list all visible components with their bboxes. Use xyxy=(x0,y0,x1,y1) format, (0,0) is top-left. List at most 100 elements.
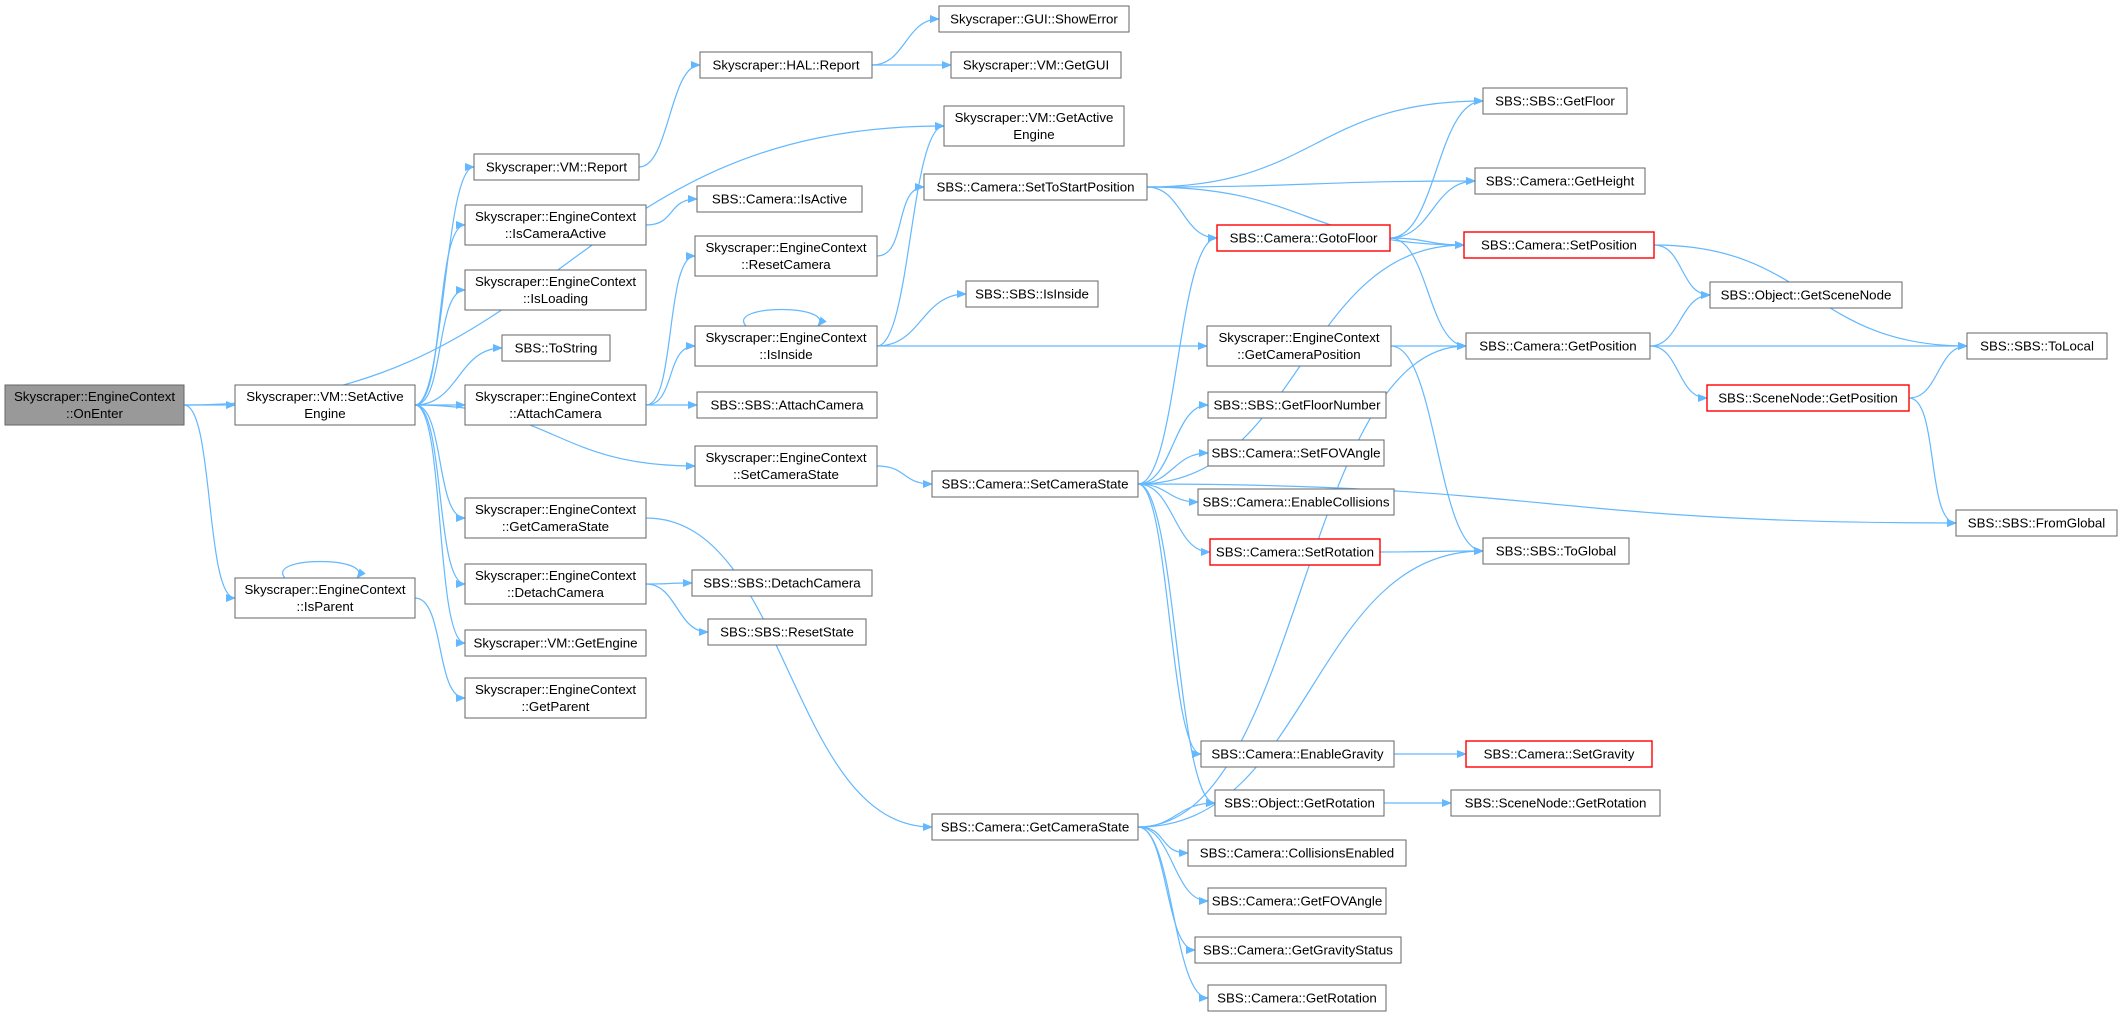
call-edge-resetcamera-to-settostartposition xyxy=(876,183,925,257)
node-vm-report[interactable]: Skyscraper::VM::Report xyxy=(473,153,640,181)
node-sbs-fromglobal[interactable]: SBS::SBS::FromGlobal xyxy=(1955,509,2118,537)
node-label: SBS::Object::GetRotation xyxy=(1224,796,1375,811)
node-sbs-resetstate[interactable]: SBS::SBS::ResetState xyxy=(707,618,867,646)
node-setgravity[interactable]: SBS::Camera::SetGravity xyxy=(1465,740,1653,768)
call-edge-setactive-to-iscameraactive xyxy=(414,221,466,406)
node-sbs-toglobal[interactable]: SBS::SBS::ToGlobal xyxy=(1482,537,1630,565)
node-sbs-getfloor[interactable]: SBS::SBS::GetFloor xyxy=(1482,87,1628,115)
node-label: SBS::Camera::SetToStartPosition xyxy=(936,180,1134,195)
node-getparent[interactable]: Skyscraper::EngineContext::GetParent xyxy=(464,677,647,719)
node-enablecollisions[interactable]: SBS::Camera::EnableCollisions xyxy=(1197,488,1395,516)
node-cam-setrotation[interactable]: SBS::Camera::SetRotation xyxy=(1209,538,1381,566)
node-sbs-attachcamera[interactable]: SBS::SBS::AttachCamera xyxy=(696,391,878,419)
node-getcamerastate-ec[interactable]: Skyscraper::EngineContext::GetCameraStat… xyxy=(464,497,647,539)
node-label: SBS::SBS::DetachCamera xyxy=(703,576,861,591)
node-label: ::GetParent xyxy=(522,699,590,714)
node-vm-getgui[interactable]: Skyscraper::VM::GetGUI xyxy=(950,51,1122,79)
node-sbs-detachcamera[interactable]: SBS::SBS::DetachCamera xyxy=(691,569,873,597)
node-label: SBS::Camera::GetCameraState xyxy=(941,820,1129,835)
node-cam-getheight[interactable]: SBS::Camera::GetHeight xyxy=(1474,167,1646,195)
node-cam-getposition[interactable]: SBS::Camera::GetPosition xyxy=(1465,332,1651,360)
node-label: Skyscraper::VM::Report xyxy=(486,160,627,175)
node-attachcamera[interactable]: Skyscraper::EngineContext::AttachCamera xyxy=(464,384,647,426)
call-edge-setactive-to-getcamerastate_ec xyxy=(414,404,466,522)
node-label: Skyscraper::EngineContext xyxy=(475,209,636,224)
node-box xyxy=(234,384,416,426)
node-getfovangle[interactable]: SBS::Camera::GetFOVAngle xyxy=(1207,887,1387,915)
call-edge-cam_setcamerastate-to-cam_gotofloor xyxy=(1137,234,1218,485)
call-edge-cam_gotofloor-to-sbs_getfloor xyxy=(1389,97,1484,239)
node-getcameraposition[interactable]: Skyscraper::EngineContext::GetCameraPosi… xyxy=(1206,325,1392,367)
node-setcamerastate-ec[interactable]: Skyscraper::EngineContext::SetCameraStat… xyxy=(694,445,878,487)
node-sbs-tolocal[interactable]: SBS::SBS::ToLocal xyxy=(1966,332,2108,360)
call-edge-scenenode_getposition-to-sbs_fromglobal xyxy=(1908,397,1957,527)
node-box xyxy=(464,629,647,657)
node-cam-setcamerastate[interactable]: SBS::Camera::SetCameraState xyxy=(931,470,1139,498)
node-label: Skyscraper::EngineContext xyxy=(475,389,636,404)
node-collisionsenabled[interactable]: SBS::Camera::CollisionsEnabled xyxy=(1187,839,1407,867)
node-label: SBS::Camera::SetFOVAngle xyxy=(1212,446,1381,461)
node-box xyxy=(464,677,647,719)
call-edge-isinside_ec-to-sbs_isinside xyxy=(876,290,967,347)
node-box xyxy=(1465,740,1653,768)
node-cam-getcamerastate[interactable]: SBS::Camera::GetCameraState xyxy=(931,813,1139,841)
node-label: Skyscraper::GUI::ShowError xyxy=(950,12,1118,27)
node-getscenenode[interactable]: SBS::Object::GetSceneNode xyxy=(1709,281,1903,309)
node-sbs-isinside[interactable]: SBS::SBS::IsInside xyxy=(965,280,1099,308)
call-edge-cam_getcamerastate-to-obj_getrotation xyxy=(1137,799,1216,828)
node-isparent[interactable]: Skyscraper::EngineContext::IsParent xyxy=(234,577,416,619)
node-label: Skyscraper::EngineContext xyxy=(705,240,866,255)
node-label: SBS::Camera::IsActive xyxy=(712,192,847,207)
node-setfovangle[interactable]: SBS::Camera::SetFOVAngle xyxy=(1207,439,1385,467)
node-isinside-ec[interactable]: Skyscraper::EngineContext::IsInside xyxy=(694,325,878,367)
node-label: SBS::Camera::GetFOVAngle xyxy=(1212,894,1382,909)
node-isloading[interactable]: Skyscraper::EngineContext::IsLoading xyxy=(464,269,647,311)
node-label: ::SetCameraState xyxy=(733,467,839,482)
node-label: ::IsLoading xyxy=(523,291,588,306)
node-getengine[interactable]: Skyscraper::VM::GetEngine xyxy=(464,629,647,657)
node-box xyxy=(1200,740,1395,768)
node-label: SBS::Camera::GetPosition xyxy=(1479,339,1636,354)
node-box xyxy=(950,51,1122,79)
node-label: Skyscraper::EngineContext xyxy=(14,389,175,404)
node-getfloornumber[interactable]: SBS::SBS::GetFloorNumber xyxy=(1207,391,1387,419)
call-edge-vm_report-to-hal_report xyxy=(638,61,701,168)
node-hal-report[interactable]: Skyscraper::HAL::Report xyxy=(699,51,873,79)
node-resetcamera[interactable]: Skyscraper::EngineContext::ResetCamera xyxy=(694,235,878,277)
node-label: SBS::ToString xyxy=(515,341,598,356)
node-label: SBS::Camera::GetHeight xyxy=(1486,174,1635,189)
node-box xyxy=(938,5,1130,33)
node-iscameraactive[interactable]: Skyscraper::EngineContext::IsCameraActiv… xyxy=(464,204,647,246)
node-label: SBS::Camera::SetPosition xyxy=(1481,238,1637,253)
call-edge-setcamerastate_ec-to-cam_setcamerastate xyxy=(876,465,933,488)
node-cam-getrotation[interactable]: SBS::Camera::GetRotation xyxy=(1207,984,1387,1012)
node-gui-showerror[interactable]: Skyscraper::GUI::ShowError xyxy=(938,5,1130,33)
node-settostartposition[interactable]: SBS::Camera::SetToStartPosition xyxy=(923,173,1148,201)
call-edge-setactive-to-getengine xyxy=(414,404,466,647)
node-onenter[interactable]: Skyscraper::EngineContext::OnEnter xyxy=(4,384,185,426)
call-edge-cam_getcamerastate-to-cam_getposition xyxy=(1137,342,1467,828)
call-edge-cam_setcamerastate-to-obj_getrotation xyxy=(1137,483,1216,807)
node-tostring[interactable]: SBS::ToString xyxy=(501,334,611,362)
node-scenenode-getrotation[interactable]: SBS::SceneNode::GetRotation xyxy=(1450,789,1661,817)
node-box xyxy=(234,577,416,619)
node-enablegravity[interactable]: SBS::Camera::EnableGravity xyxy=(1200,740,1395,768)
node-getgravitystatus[interactable]: SBS::Camera::GetGravityStatus xyxy=(1194,936,1402,964)
node-box xyxy=(464,563,647,605)
call-edge-settostartposition-to-cam_setposition xyxy=(1146,186,1465,249)
node-cam-isactive[interactable]: SBS::Camera::IsActive xyxy=(696,185,863,213)
call-edge-onenter-to-isparent xyxy=(183,404,236,602)
node-cam-gotofloor[interactable]: SBS::Camera::GotoFloor xyxy=(1216,224,1391,252)
call-edge-setactive-to-detachcamera xyxy=(414,404,466,588)
node-box xyxy=(699,51,873,79)
call-edge-isparent-to-isparent xyxy=(281,560,366,579)
node-cam-setposition[interactable]: SBS::Camera::SetPosition xyxy=(1463,231,1655,259)
call-edge-setactive-to-vm_report xyxy=(414,163,475,406)
node-detachcamera[interactable]: Skyscraper::EngineContext::DetachCamera xyxy=(464,563,647,605)
node-scenenode-getposition[interactable]: SBS::SceneNode::GetPosition xyxy=(1706,384,1910,412)
node-label: ::IsParent xyxy=(297,599,354,614)
node-box xyxy=(694,325,878,367)
node-obj-getrotation[interactable]: SBS::Object::GetRotation xyxy=(1214,789,1385,817)
